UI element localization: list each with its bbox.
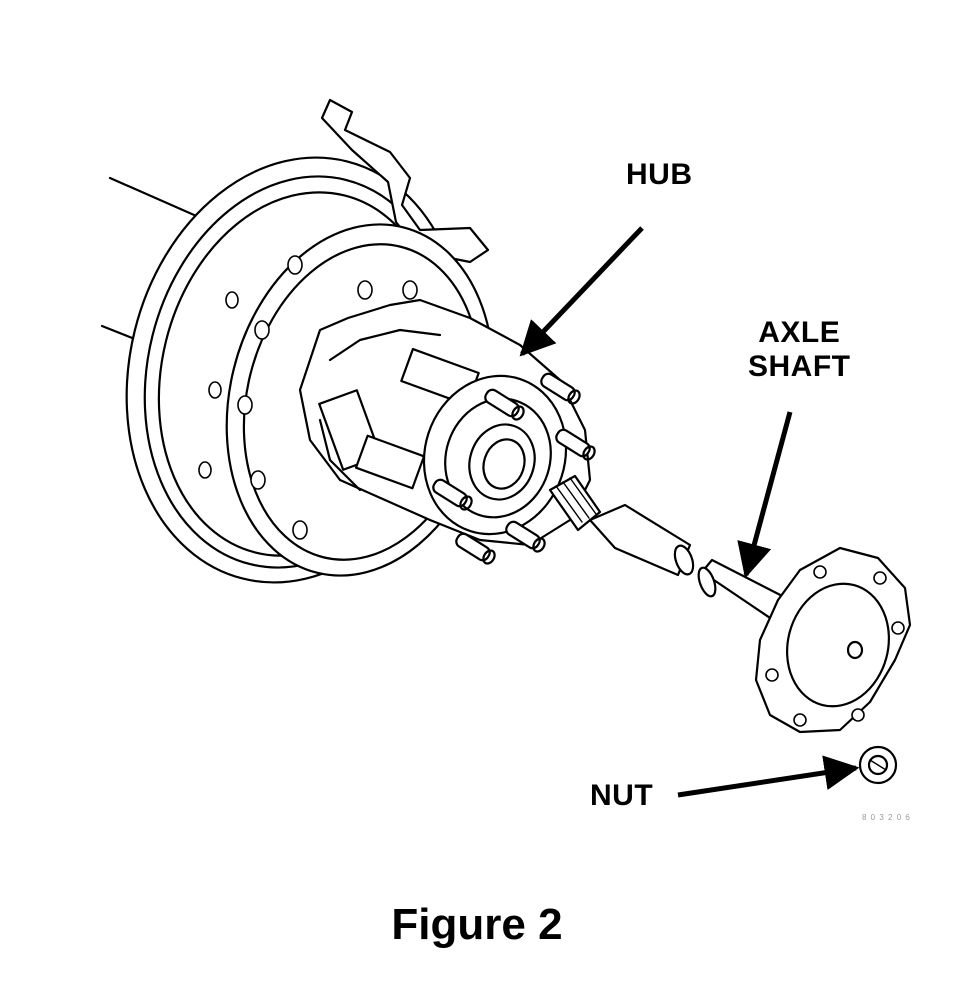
nut-label: NUT (590, 779, 654, 812)
axle-shaft-label: AXLE SHAFT (748, 316, 851, 383)
wheel-studs (432, 372, 596, 565)
stud (505, 520, 546, 553)
axle-shaft (697, 546, 912, 734)
splined-shaft-end (548, 474, 695, 577)
stud (484, 388, 525, 421)
axle-shaft-label-line2: SHAFT (748, 349, 851, 383)
hub-arrow (519, 226, 644, 357)
axle-shaft-label-line1: AXLE (758, 316, 841, 349)
stud (555, 428, 596, 461)
axle-shaft-arrow (737, 411, 793, 579)
stud (540, 372, 581, 405)
figure-caption: Figure 2 (391, 900, 563, 949)
nut-part (858, 745, 898, 785)
hub-label: HUB (626, 158, 693, 191)
nut-arrow (677, 755, 860, 798)
part-code: 8 0 3 2 0 6 (862, 813, 911, 822)
stud (455, 532, 496, 565)
stud (432, 478, 473, 511)
